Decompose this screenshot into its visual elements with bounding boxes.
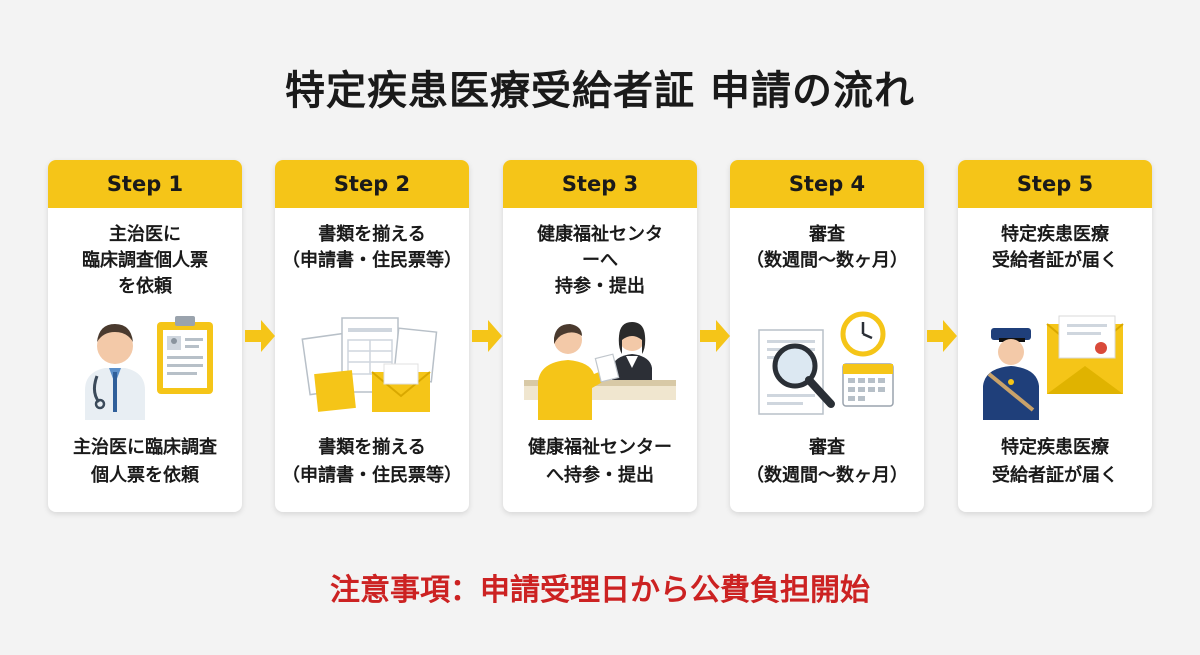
step-top-text-1: 主治医に 臨床調査個人票 を依頼 [82,224,208,297]
step-top-text-2: 書類を揃える （申請書・住民票等） [282,224,462,271]
step-header-2: Step 2 [275,160,469,208]
magnifier-clock-calendar-icon [758,311,894,415]
step-header-5: Step 5 [958,160,1152,208]
step-bottom-text-3: 健康福祉センター へ持参・提出 [528,437,672,486]
step-card-3: Step 3 健康福祉センタ ーへ 持参・提出 健康福祉センター へ持参・提出 [503,160,697,512]
step-bottom-text-5: 特定疾患医療 受給者証が届く [992,437,1118,486]
step-bottom-text-4: 審査 （数週間〜数ヶ月） [746,437,908,486]
arrow-right-icon [245,320,275,352]
step-bottom-text-2: 書類を揃える （申請書・住民票等） [282,437,462,486]
postman-certificate-icon [983,315,1124,420]
step-card-5: Step 5 特定疾患医療 受給者証が届く 特定疾患医療 受給者証が届く [958,160,1152,512]
counter-submission-icon [524,322,676,420]
step-bottom-text-1: 主治医に臨床調査 個人票を依頼 [73,437,217,486]
step-top-text-3: 健康福祉センタ ーへ 持参・提出 [537,224,663,297]
arrow-right-icon [700,320,730,352]
step-card-2: Step 2 書類を揃える （申請書・住民票等） 書類を揃える （申請書・住民票… [275,160,469,512]
steps-row: Step 1 主治医に 臨床調査個人票 を依頼 [48,160,1152,512]
step-card-1: Step 1 主治医に 臨床調査個人票 を依頼 [48,160,242,512]
page-title: 特定疾患医療受給者証 申請の流れ [285,68,915,114]
doctor-clipboard-icon [85,316,213,420]
step-header-1: Step 1 [48,160,242,208]
step-header-3: Step 3 [503,160,697,208]
step-top-text-5: 特定疾患医療 受給者証が届く [992,224,1118,271]
step-header-4: Step 4 [730,160,924,208]
arrow-right-icon [472,320,502,352]
step-top-text-4: 審査 （数週間〜数ヶ月） [746,224,908,271]
documents-envelope-icon [301,317,438,412]
arrow-right-icon [927,320,957,352]
step-card-4: Step 4 審査 （数週間〜数ヶ月） [730,160,924,512]
notice-text: 注意事項：申請受理日から公費負担開始 [330,573,870,608]
